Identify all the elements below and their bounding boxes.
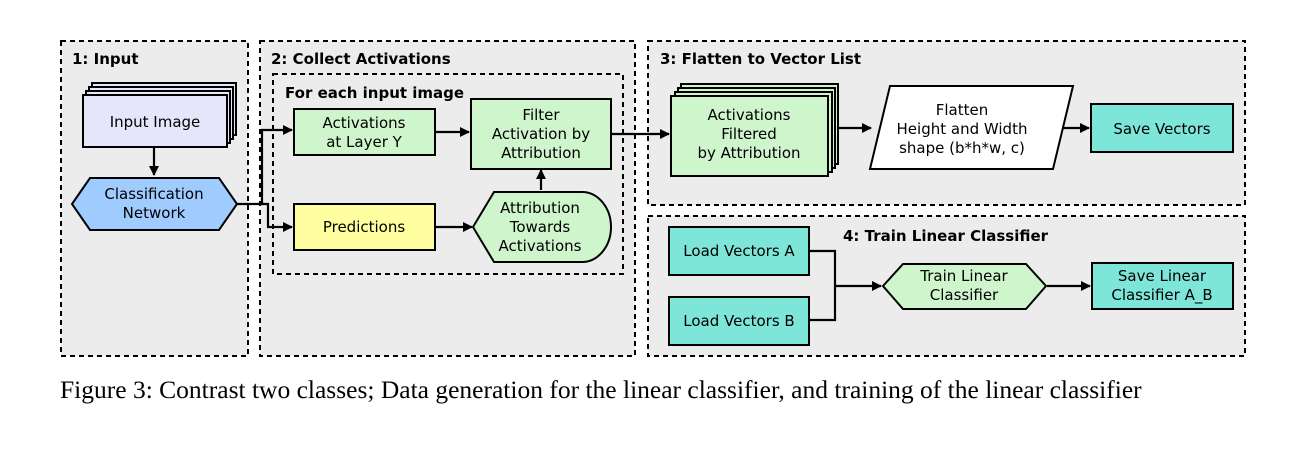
node-activations-filtered: Activations Filtered by Attribution (670, 83, 839, 177)
load-vectors-b-label: Load Vectors B (683, 312, 794, 330)
train-classifier-label-1: Train Linear (919, 267, 1008, 285)
filter-activation-label-1: Filter (522, 106, 560, 124)
node-save-linear-classifier: Save Linear Classifier A_B (1091, 262, 1234, 310)
flowchart: 1: Input 2: Collect Activations For each… (60, 40, 1246, 357)
load-vectors-a-label: Load Vectors A (683, 242, 795, 260)
node-classification-network: Classification Network (70, 177, 239, 231)
attribution-label-2: Towards (509, 218, 571, 236)
filter-activation-label-2: Activation by (492, 125, 590, 143)
node-input-image: Input Image (82, 82, 237, 148)
input-image-label: Input Image (110, 113, 201, 131)
panel-flatten-title: 3: Flatten to Vector List (660, 50, 861, 68)
panel-train-title: 4: Train Linear Classifier (843, 227, 1049, 245)
node-predictions: Predictions (293, 203, 436, 251)
node-train-linear-classifier: Train Linear Classifier (881, 263, 1048, 310)
activations-layer-label-1: Activations (323, 114, 406, 132)
activations-layer-label-2: at Layer Y (326, 133, 402, 151)
activations-filtered-label-1: Activations (708, 106, 791, 124)
panel-input-title: 1: Input (72, 50, 139, 68)
activations-filtered-label-2: Filtered (721, 125, 777, 143)
classification-network-label-2: Network (123, 204, 186, 222)
filter-activation-label-3: Attribution (501, 144, 581, 162)
flatten-label-1: Flatten (936, 101, 989, 119)
attribution-label-1: Attribution (500, 199, 580, 217)
panel-collect-title: 2: Collect Activations (271, 50, 451, 68)
edge-network-to-predictions (262, 202, 293, 232)
save-classifier-label-1: Save Linear (1118, 267, 1207, 285)
node-load-vectors-b: Load Vectors B (668, 296, 810, 346)
edge-network-to-activations (236, 125, 293, 206)
node-save-vectors: Save Vectors (1090, 103, 1234, 153)
save-vectors-label: Save Vectors (1113, 120, 1210, 138)
node-flatten: Flatten Height and Width shape (b*h*w, c… (868, 85, 1075, 170)
edges (149, 123, 1091, 322)
node-activations-at-layer: Activations at Layer Y (293, 108, 436, 156)
node-load-vectors-a: Load Vectors A (668, 226, 810, 276)
node-filter-activation: Filter Activation by Attribution (470, 98, 612, 170)
save-classifier-label-2: Classifier A_B (1111, 286, 1212, 305)
train-classifier-label-2: Classifier (930, 286, 999, 304)
flatten-label-3: shape (b*h*w, c) (899, 139, 1025, 157)
classification-network-label-1: Classification (104, 185, 203, 203)
predictions-label: Predictions (323, 218, 406, 236)
flatten-label-2: Height and Width (897, 120, 1028, 138)
subpanel-for-each-title: For each input image (285, 84, 464, 102)
attribution-label-3: Activations (499, 237, 582, 255)
node-attribution-towards-activations: Attribution Towards Activations (471, 191, 612, 263)
activations-filtered-label-3: by Attribution (697, 144, 800, 162)
figure-caption: Figure 3: Contrast two classes; Data gen… (60, 375, 1142, 404)
